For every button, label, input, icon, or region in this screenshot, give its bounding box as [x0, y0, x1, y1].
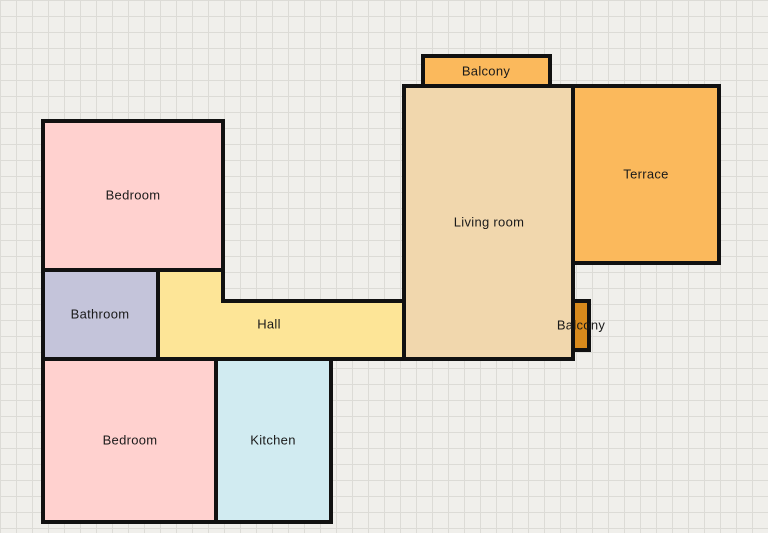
room-hall	[156, 268, 406, 361]
room-living-room-label: Living room	[454, 214, 525, 229]
room-bedroom-bottom-shape	[41, 357, 218, 524]
room-kitchen-shape	[214, 357, 333, 524]
room-bedroom-bottom	[41, 357, 218, 524]
room-living-room	[402, 84, 575, 361]
room-balcony-top-label: Balcony	[462, 63, 511, 78]
room-hall-label: Hall	[257, 316, 281, 331]
room-kitchen-label: Kitchen	[250, 432, 295, 447]
room-bedroom-top-shape	[41, 119, 225, 272]
room-kitchen	[214, 357, 333, 524]
room-bedroom-bottom-label: Bedroom	[103, 432, 158, 447]
room-bedroom-top-label: Bedroom	[106, 187, 161, 202]
room-living-room-shape	[402, 84, 575, 361]
room-hall-shape	[156, 268, 406, 361]
room-balcony-side-label: Balcony	[557, 317, 606, 332]
room-terrace-label: Terrace	[623, 166, 668, 181]
room-bedroom-top	[41, 119, 225, 272]
room-bathroom-label: Bathroom	[71, 306, 130, 321]
